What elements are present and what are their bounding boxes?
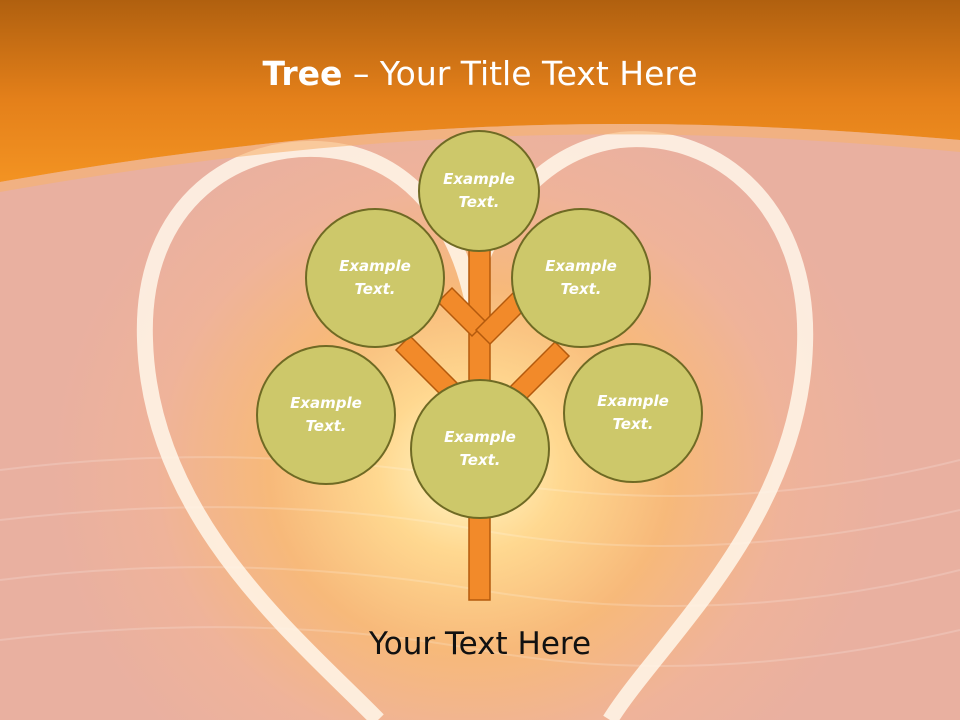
node-label: Example Text.: [339, 257, 411, 298]
node-label: Example Text.: [545, 257, 617, 298]
node-label: Example Text.: [444, 428, 516, 469]
title-text: Your Title Text Here: [379, 54, 698, 93]
node-label: Example Text.: [597, 392, 669, 433]
node-label: Example Text.: [290, 394, 362, 435]
header-band: [0, 0, 960, 182]
title-separator: –: [342, 54, 380, 93]
tree-node-upper-right: Example Text.: [511, 208, 651, 348]
tree-node-upper-left: Example Text.: [305, 208, 445, 348]
footer-text: Your Text Here: [368, 626, 592, 662]
slide-title: Tree – Your Title Text Here: [0, 52, 960, 96]
header-highlight: [0, 123, 960, 192]
tree-node-top: Example Text.: [418, 130, 540, 252]
tree-node-center: Example Text.: [410, 379, 550, 519]
tree-node-lower-left: Example Text.: [256, 345, 396, 485]
title-bold: Tree: [262, 54, 343, 93]
node-label: Example Text.: [443, 170, 515, 211]
tree-node-lower-right: Example Text.: [563, 343, 703, 483]
